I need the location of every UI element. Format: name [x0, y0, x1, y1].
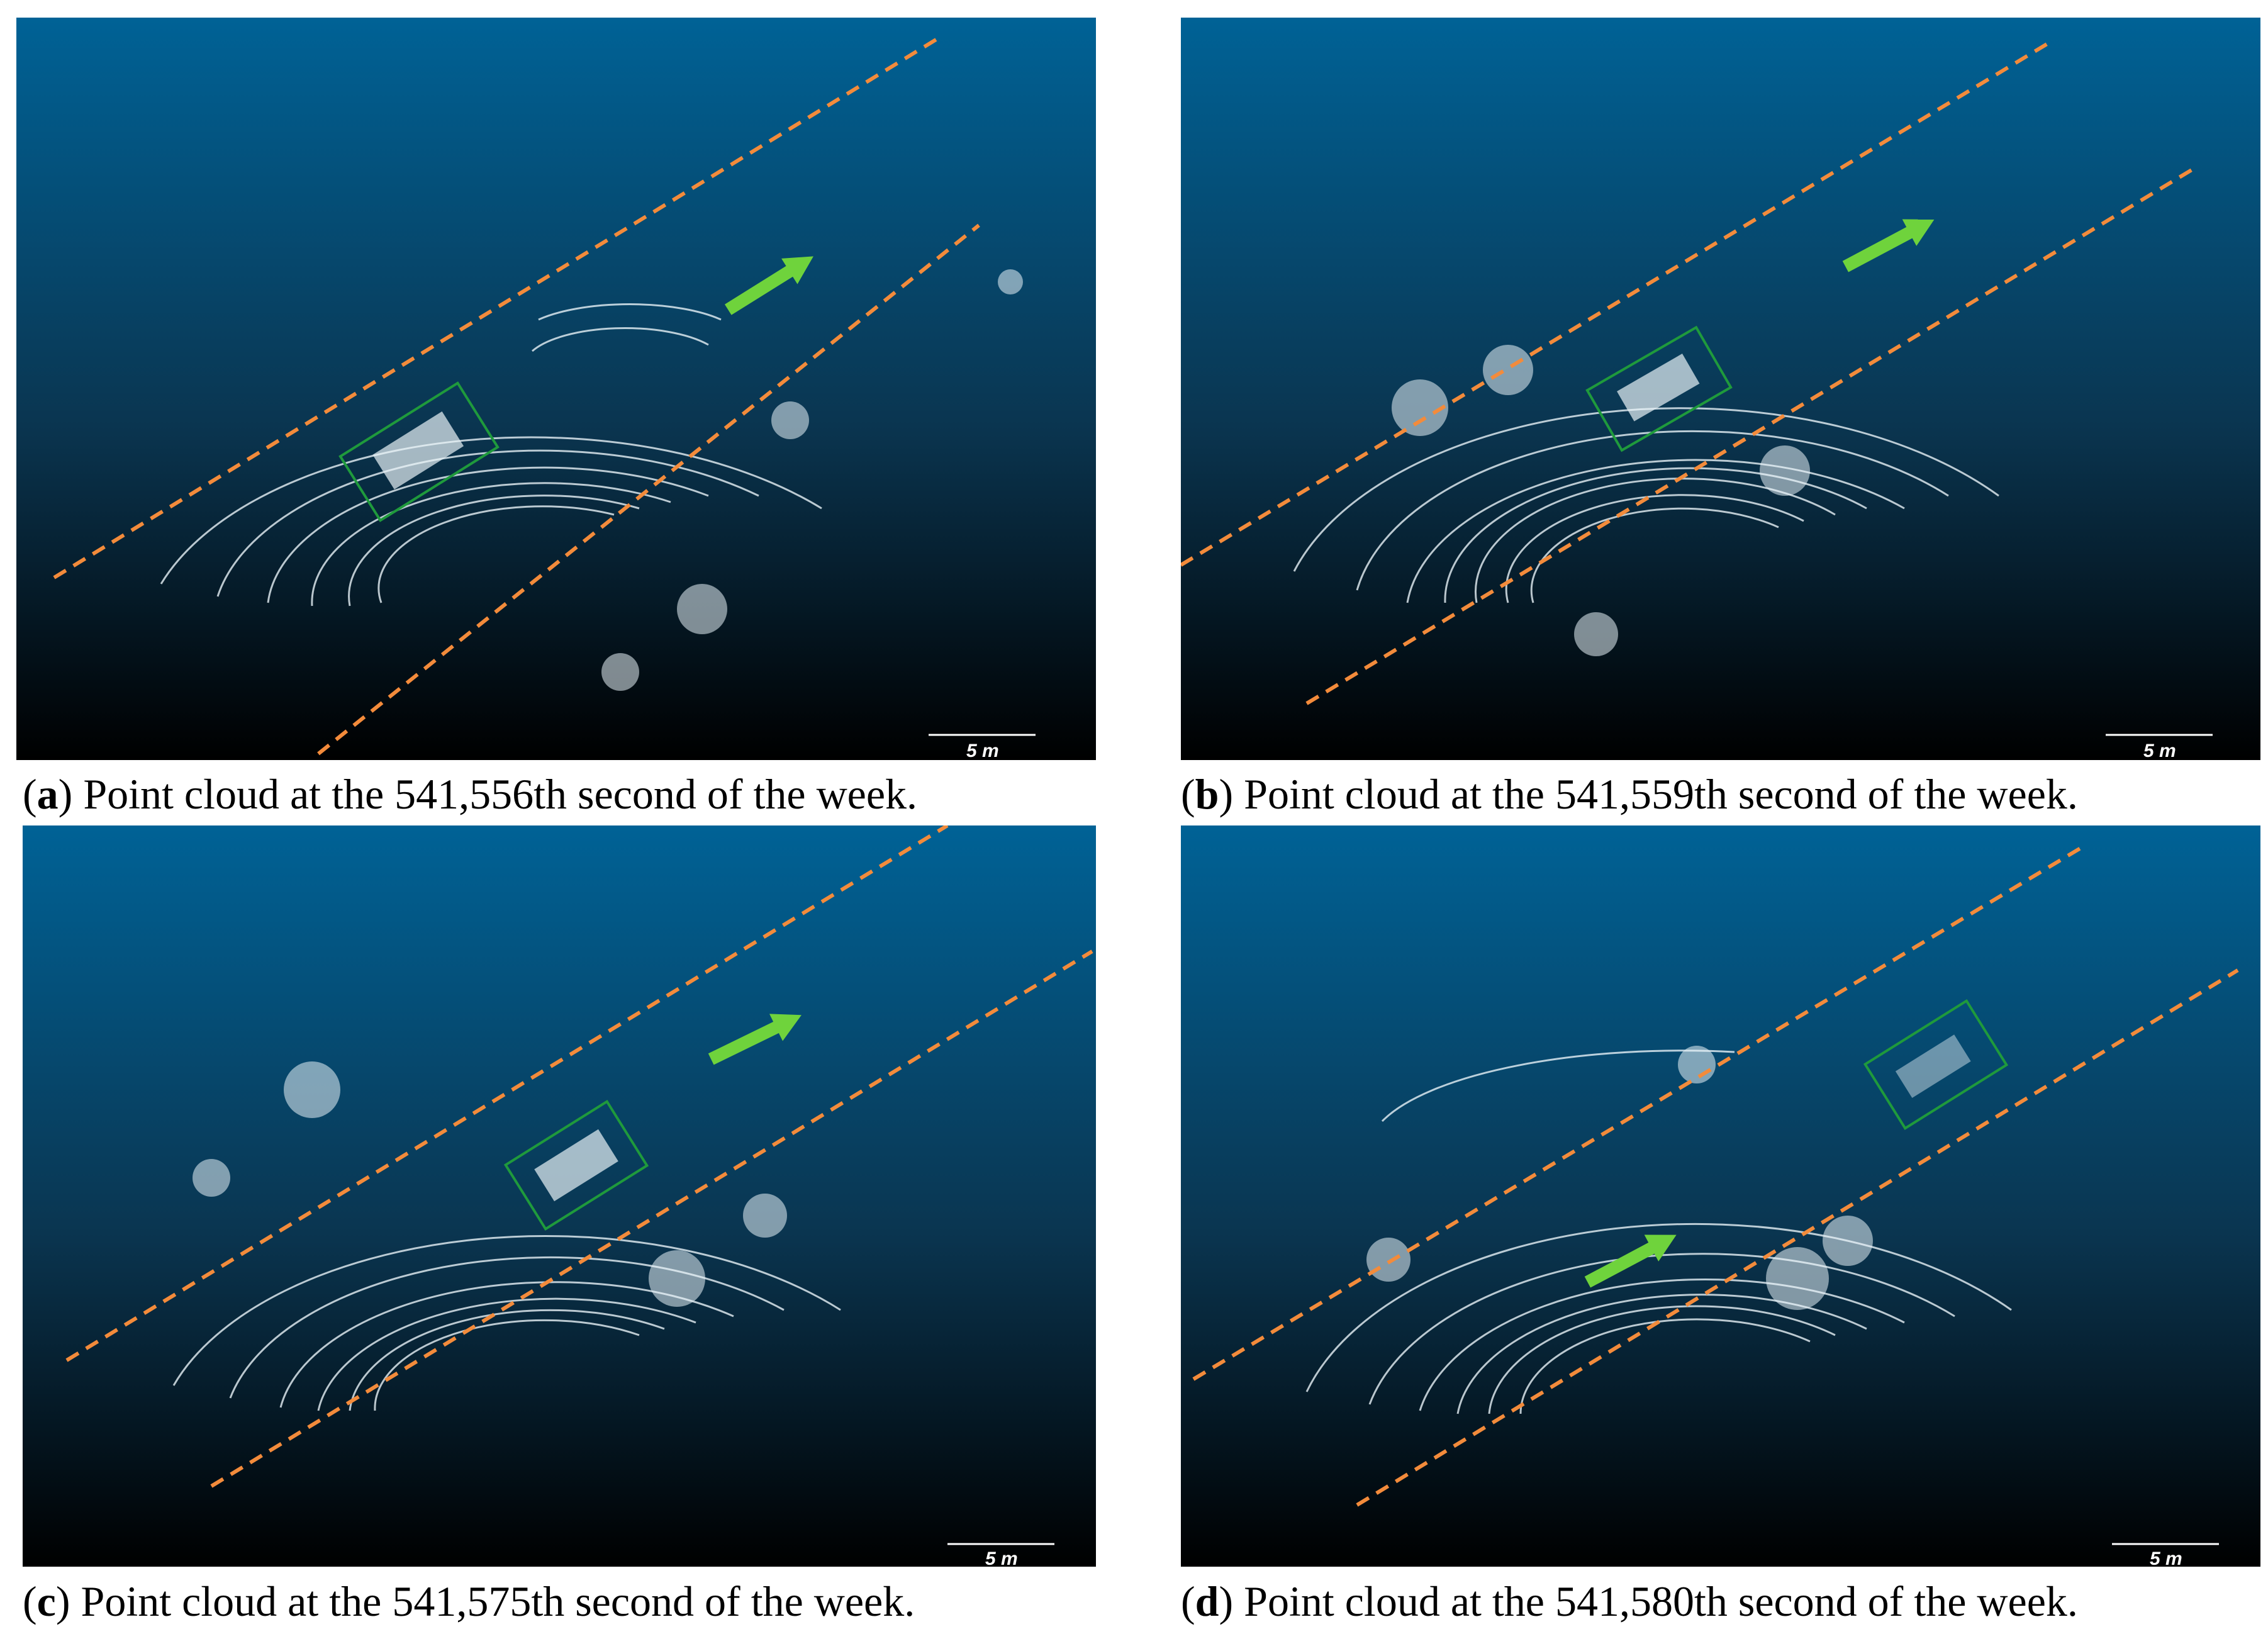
point-cloud-view-b: 5 m [1181, 18, 2260, 760]
vehicle-box [338, 381, 500, 522]
lane-line-right [1305, 167, 2195, 705]
background [16, 18, 1096, 760]
caption-d: (d) Point cloud at the 541,580th second … [1181, 1576, 2078, 1626]
scatter-points [193, 1061, 787, 1307]
scale-bar: 5 m [947, 1543, 1054, 1567]
scale-label: 5 m [2150, 1548, 2182, 1567]
scale-bar: 5 m [2106, 734, 2213, 760]
caption-text: Point cloud at the 541,559th second of t… [1233, 770, 2078, 818]
caption-open-paren: ( [1181, 1577, 1195, 1625]
caption-text: Point cloud at the 541,556th second of t… [72, 770, 918, 818]
scale-bar: 5 m [929, 734, 1036, 760]
caption-open-paren: ( [23, 770, 37, 818]
caption-text: Point cloud at the 541,580th second of t… [1233, 1577, 2078, 1625]
scale-label: 5 m [966, 741, 999, 760]
caption-a: (a) Point cloud at the 541,556th second … [23, 769, 917, 819]
lane-line-right [210, 949, 1093, 1488]
caption-close-paren: ) [1219, 1577, 1234, 1625]
scale-label: 5 m [2143, 741, 2176, 760]
background [1181, 825, 2260, 1567]
point-cloud-image-a: 5 m [16, 18, 1096, 760]
caption-letter: c [36, 1577, 56, 1625]
lane-line-right [317, 223, 980, 756]
point-cloud-view-a: 5 m [16, 18, 1096, 760]
point-cloud-view-d: 5 m [1181, 825, 2260, 1567]
lane-line-left [65, 825, 949, 1362]
vehicle-box [1585, 325, 1733, 452]
scatter-points [1392, 345, 1810, 656]
direction-arrow [724, 256, 813, 315]
caption-letter: b [1195, 770, 1219, 818]
lane-line-left [1192, 842, 2088, 1381]
lane-line-left [53, 35, 942, 579]
scale-bar: 5 m [2112, 1543, 2219, 1567]
background [1181, 18, 2260, 760]
lane-line-right [1356, 968, 2239, 1507]
lane-line-left [1181, 41, 2050, 567]
caption-b: (b) Point cloud at the 541,559th second … [1181, 769, 2078, 819]
caption-open-paren: ( [1181, 770, 1195, 818]
direction-arrow [1842, 219, 1935, 272]
vehicle-box [1863, 999, 2009, 1130]
caption-c: (c) Point cloud at the 541,575th second … [23, 1576, 915, 1626]
scan-rings [1293, 407, 1999, 603]
caption-close-paren: ) [1219, 770, 1234, 818]
caption-letter: a [36, 770, 59, 818]
caption-text: Point cloud at the 541,575th second of t… [70, 1577, 915, 1625]
caption-close-paren: ) [58, 770, 73, 818]
caption-letter: d [1195, 1577, 1219, 1625]
point-cloud-image-b: 5 m [1181, 18, 2260, 760]
point-cloud-image-c: 5 m [23, 825, 1096, 1567]
scatter-points [601, 269, 1023, 691]
point-cloud-image-d: 5 m [1181, 825, 2260, 1567]
caption-close-paren: ) [55, 1577, 70, 1625]
point-cloud-view-c: 5 m [23, 825, 1096, 1567]
direction-arrow [708, 1014, 802, 1065]
vehicle-box [503, 1100, 649, 1231]
scale-label: 5 m [985, 1548, 1018, 1567]
direction-arrow [1584, 1234, 1677, 1288]
caption-open-paren: ( [23, 1577, 37, 1625]
